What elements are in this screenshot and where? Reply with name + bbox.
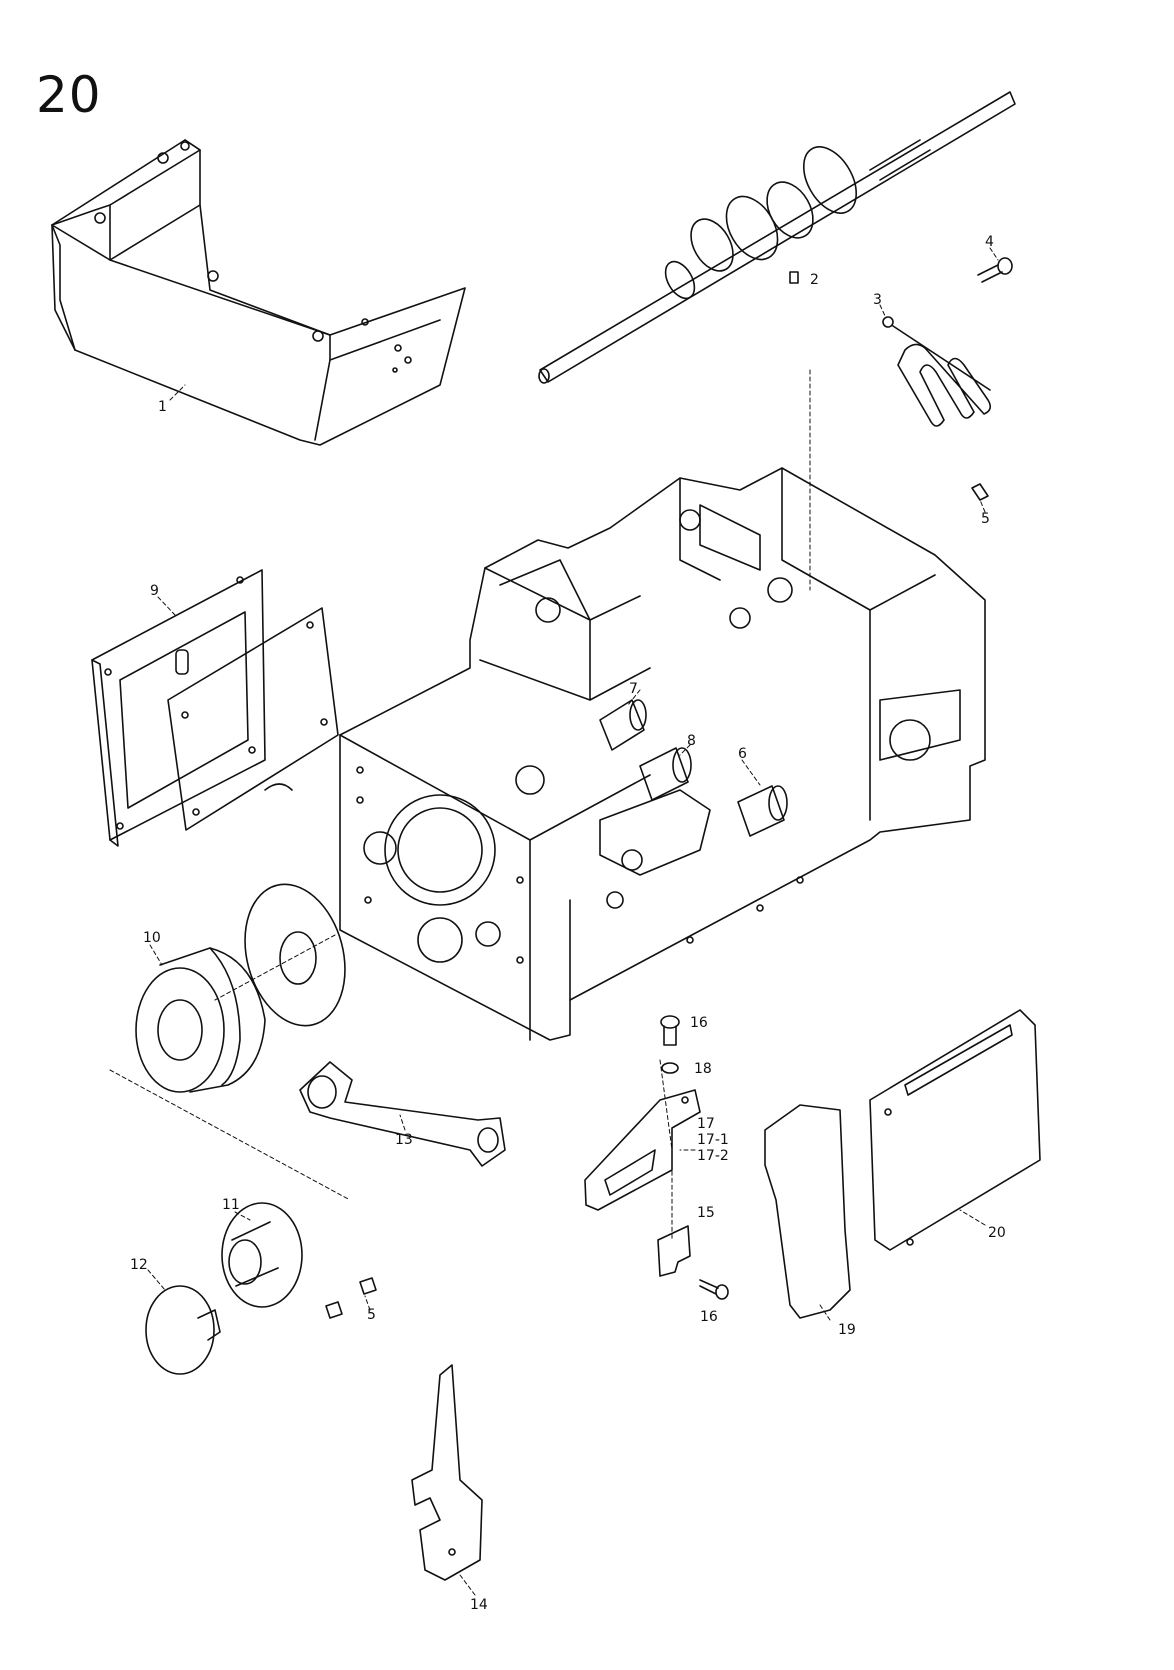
- part-10-gasket: [244, 883, 346, 1027]
- part-6-bushing: [737, 785, 788, 837]
- callout-7: 7: [629, 681, 638, 697]
- callout-15: 15: [697, 1205, 715, 1221]
- part-10-cover: [135, 947, 266, 1093]
- part-20-cover: [869, 1009, 1041, 1251]
- callout-9: 9: [150, 583, 159, 599]
- part-9-gasket: [167, 607, 339, 831]
- callout-12: 12: [130, 1257, 148, 1273]
- callout-5-upper: 5: [981, 511, 990, 527]
- part-16-screw-upper: [660, 1015, 680, 1046]
- callout-18: 18: [694, 1061, 712, 1077]
- callout-17: 17: [697, 1116, 715, 1132]
- part-5-setscrew-upper: [971, 483, 989, 501]
- part-13-arm: [299, 1061, 506, 1167]
- part-17-bracket: [584, 1089, 701, 1211]
- main-casting: [339, 467, 986, 1041]
- part-14-bracket: [411, 1364, 483, 1581]
- callout-14: 14: [470, 1597, 488, 1613]
- callout-8: 8: [687, 733, 696, 749]
- part-2-shaft: [538, 91, 1016, 384]
- callout-19: 19: [838, 1322, 856, 1338]
- callout-20: 20: [988, 1225, 1006, 1241]
- callout-6: 6: [738, 746, 747, 762]
- part-15-clip: [657, 1225, 691, 1277]
- callout-11: 11: [222, 1197, 240, 1213]
- part-11-hub: [221, 1202, 303, 1308]
- callout-16-lower: 16: [700, 1309, 718, 1325]
- leader-lines: [109, 247, 999, 1596]
- callout-5-lower: 5: [367, 1307, 376, 1323]
- part-8-bushing: [639, 747, 692, 801]
- callout-2: 2: [810, 272, 819, 288]
- part-3-spring: [882, 316, 992, 427]
- part-12-knob: [145, 1285, 221, 1375]
- callout-1: 1: [158, 399, 167, 415]
- callout-3: 3: [873, 292, 882, 308]
- part-5-setscrew-lower: [325, 1277, 377, 1319]
- callout-17-1: 17-1: [697, 1132, 729, 1148]
- callout-16-upper: 16: [690, 1015, 708, 1031]
- part-7-bushing: [599, 699, 647, 751]
- callout-4: 4: [985, 234, 994, 250]
- part-9-cover-plate: [91, 569, 266, 847]
- part-18-washer: [661, 1062, 679, 1074]
- part-16-screw-lower: [699, 1279, 729, 1300]
- part-19-guard: [764, 1104, 851, 1319]
- callout-13: 13: [395, 1132, 413, 1148]
- callout-10: 10: [143, 930, 161, 946]
- figure-number: 20: [36, 66, 102, 124]
- part-4-screw: [977, 257, 1013, 283]
- part-1-frame: [51, 139, 466, 446]
- callout-17-2: 17-2: [697, 1148, 729, 1164]
